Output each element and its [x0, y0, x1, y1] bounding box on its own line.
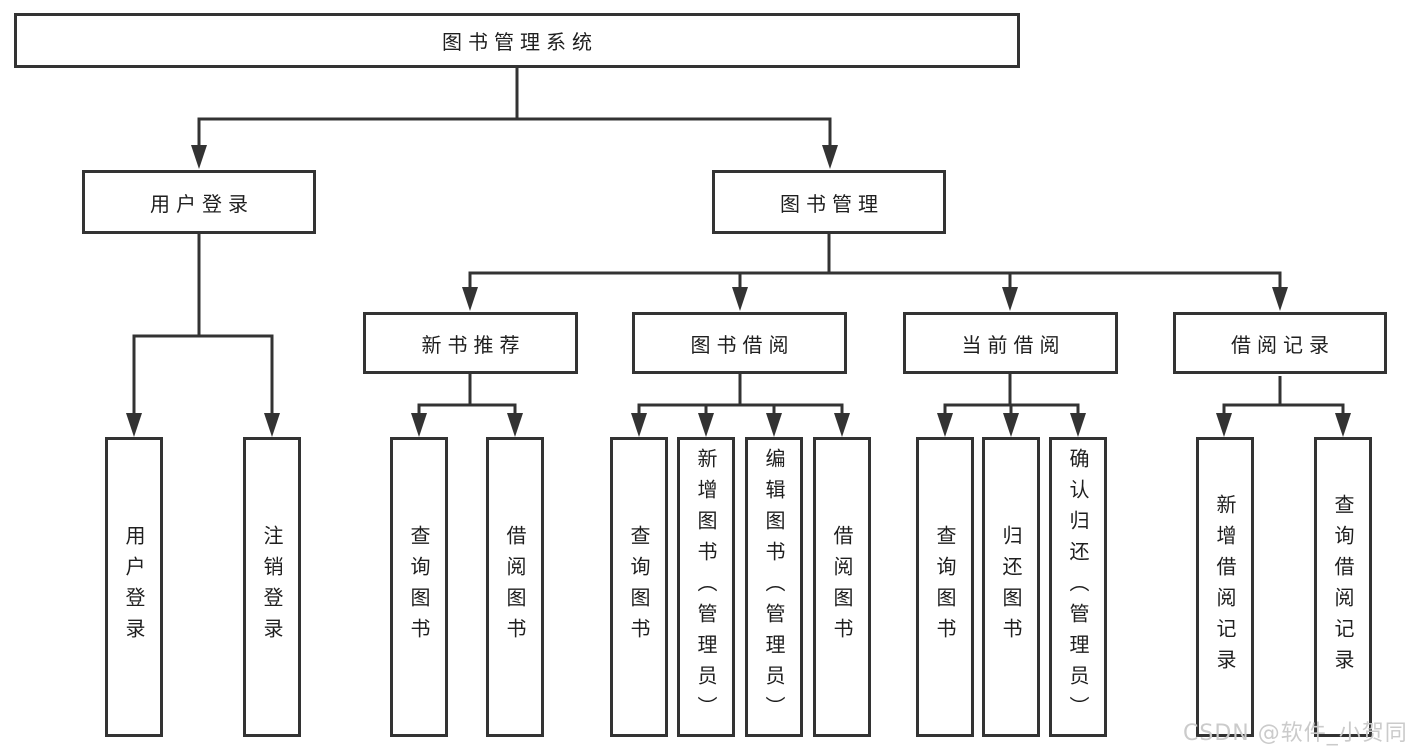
leaf-borrow-books-borrowing: 借阅图书	[813, 437, 871, 737]
leaf-query-books-current: 查询图书	[916, 437, 974, 737]
leaf-query-books-recommend: 查询图书	[390, 437, 448, 737]
node-label: 图书管理	[780, 191, 884, 216]
leaf-return-book: 归还图书	[982, 437, 1040, 737]
node-book-borrowing: 图书借阅	[632, 312, 847, 374]
node-library-system: 图书管理系统	[14, 13, 1020, 68]
leaf-add-borrow-record: 新增借阅记录	[1196, 437, 1254, 737]
node-label: 借阅记录	[1231, 332, 1335, 357]
node-new-book-recommend: 新书推荐	[363, 312, 578, 374]
node-borrowing-records: 借阅记录	[1173, 312, 1387, 374]
node-book-management: 图书管理	[712, 170, 946, 234]
node-label: 当前借阅	[961, 332, 1066, 357]
leaf-add-book-admin: 新增图书（管理员）	[677, 437, 735, 737]
leaf-query-books-borrowing: 查询图书	[610, 437, 668, 737]
node-user-login: 用户登录	[82, 170, 316, 234]
node-label: 图书管理系统	[442, 30, 598, 54]
node-label: 用户登录	[150, 191, 254, 216]
node-label: 图书借阅	[690, 332, 795, 357]
leaf-query-borrow-record: 查询借阅记录	[1314, 437, 1372, 737]
leaf-logout: 注销登录	[243, 437, 301, 737]
node-label: 新书推荐	[421, 332, 526, 357]
node-current-borrowing: 当前借阅	[903, 312, 1118, 374]
leaf-borrow-books-recommend: 借阅图书	[486, 437, 544, 737]
leaf-confirm-return-admin: 确认归还（管理员）	[1049, 437, 1107, 737]
leaf-user-login: 用户登录	[105, 437, 163, 737]
csdn-watermark: CSDN @软件_小贺同学	[1183, 721, 1405, 746]
leaf-edit-book-admin: 编辑图书（管理员）	[745, 437, 803, 737]
